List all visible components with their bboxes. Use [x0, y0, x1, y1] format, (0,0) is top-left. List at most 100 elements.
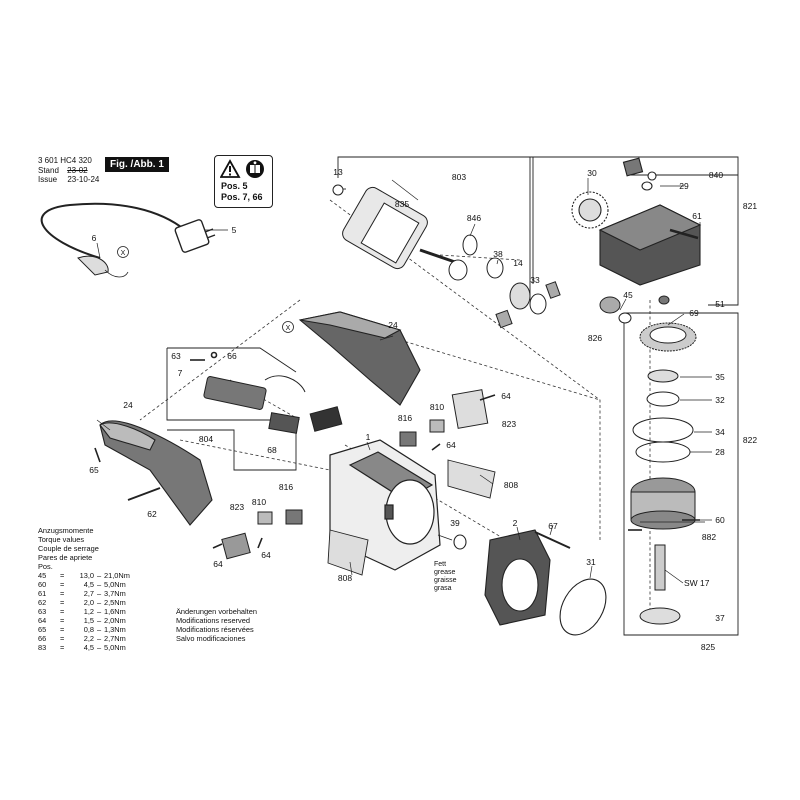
- callouts: 5 6 X X 13 803 835 846 38 14 33 30 840 2…: [89, 167, 757, 652]
- bracket-lines: [166, 156, 739, 636]
- torque-eq: =: [60, 625, 65, 634]
- callout-825: 825: [701, 642, 715, 652]
- torque-eq: =: [60, 580, 65, 589]
- torque-row: Pos. 45=13,0–21,0Nm: [38, 562, 144, 580]
- read-manual-icon: [246, 160, 264, 178]
- stand-label: Stand: [38, 165, 59, 175]
- torque-row: 62=2,0–2,5Nm: [38, 598, 144, 607]
- torque-row: 64=1,5–2,0Nm: [38, 616, 144, 625]
- issue-line: Issue 23-10-24: [38, 175, 99, 185]
- part-number: 3 601 HC4 320: [38, 156, 92, 165]
- bearings-group: [448, 234, 561, 329]
- torque-dash: –: [96, 607, 102, 616]
- torque-max: 1,3Nm: [104, 625, 126, 634]
- callout-882: 882: [702, 532, 716, 542]
- callout-810-left: 810: [252, 497, 266, 507]
- callout-822: 822: [743, 435, 757, 445]
- callout-35: 35: [715, 372, 725, 382]
- callout-816-left: 816: [279, 482, 293, 492]
- callout-62: 62: [147, 509, 157, 519]
- switch-assembly: [203, 375, 343, 434]
- torque-eq: =: [60, 616, 65, 625]
- torque-max: 21,0Nm: [104, 571, 130, 580]
- callout-69: 69: [689, 308, 699, 318]
- callout-6: 6: [92, 233, 97, 243]
- torque-title-de: Anzugsmomente: [38, 526, 94, 535]
- torque-eq: =: [60, 598, 65, 607]
- callout-67: 67: [548, 521, 558, 531]
- callout-39: 39: [450, 518, 460, 528]
- callout-60: 60: [715, 515, 725, 525]
- grease-es: grasa: [434, 585, 452, 592]
- torque-eq: =: [60, 571, 65, 580]
- callout-x1: X: [121, 250, 126, 257]
- callout-34: 34: [715, 427, 725, 437]
- callout-64-top: 64: [501, 391, 511, 401]
- callout-29: 29: [679, 181, 689, 191]
- stator-part: [453, 529, 607, 636]
- torque-min: 13,0: [79, 571, 94, 580]
- callout-33: 33: [530, 275, 540, 285]
- torque-dash: –: [96, 634, 102, 643]
- callout-1: 1: [366, 432, 371, 442]
- torque-max: 3,7Nm: [104, 589, 126, 598]
- callout-64-mid: 64: [446, 440, 456, 450]
- grease-note: Fett grease graisse grasa: [434, 561, 457, 592]
- callout-840: 840: [709, 170, 723, 180]
- callout-24-handle: 24: [388, 320, 398, 330]
- torque-eq: =: [60, 589, 65, 598]
- handle-part: [298, 311, 421, 406]
- note-en: Modifications reserved: [176, 616, 250, 625]
- torque-dash: –: [96, 580, 102, 589]
- torque-table: Anzugsmomente Torque values Couple de se…: [38, 526, 144, 652]
- torque-pos: 65: [38, 625, 47, 634]
- warning-box: Pos. 5 Pos. 7, 66: [214, 155, 273, 208]
- callout-804: 804: [199, 434, 213, 444]
- torque-dash: –: [96, 598, 102, 607]
- gear-set: [599, 295, 697, 352]
- gear-head-housing: [571, 157, 702, 286]
- torque-min: 2,7: [83, 589, 94, 598]
- grip-part: [99, 420, 213, 526]
- warning-triangle-icon: [219, 159, 264, 178]
- torque-eq: =: [60, 643, 65, 652]
- callout-32: 32: [715, 395, 725, 405]
- warning-line-2: Pos. 7, 66: [221, 192, 263, 202]
- torque-min: 4,5: [83, 643, 94, 652]
- torque-pos: 83: [38, 643, 47, 652]
- note-de: Änderungen vorbehalten: [176, 607, 257, 616]
- callout-45: 45: [623, 290, 633, 300]
- torque-pos: 66: [38, 634, 47, 643]
- torque-max: 2,7Nm: [104, 634, 126, 643]
- power-cable: [40, 202, 216, 278]
- grease-en: grease: [434, 569, 456, 576]
- torque-row: 65=0,8–1,3Nm: [38, 625, 144, 634]
- callout-65: 65: [89, 465, 99, 475]
- callout-808-left: 808: [338, 573, 352, 583]
- note-fr: Modifications réservées: [176, 625, 254, 634]
- torque-pos: 64: [38, 616, 47, 625]
- callout-63: 63: [171, 351, 181, 361]
- callout-821: 821: [743, 201, 757, 211]
- brush-holders: [221, 389, 489, 560]
- callout-810-right: 810: [430, 402, 444, 412]
- insulation-sheets: [327, 459, 496, 576]
- figure-badge: Fig. /Abb. 1: [105, 157, 169, 172]
- torque-min: 2,0: [83, 598, 94, 607]
- callout-38: 38: [493, 249, 503, 259]
- callout-64-bottom: 64: [213, 559, 223, 569]
- callout-826: 826: [588, 333, 602, 343]
- torque-dash: –: [96, 589, 102, 598]
- callout-823-left: 823: [230, 502, 244, 512]
- callout-835: 835: [395, 199, 409, 209]
- callout-31: 31: [586, 557, 596, 567]
- torque-title-es: Pares de apriete: [38, 553, 93, 562]
- torque-title-fr: Couple de serrage: [38, 544, 99, 553]
- torque-dash: –: [96, 643, 102, 652]
- torque-dash: –: [96, 571, 102, 580]
- torque-pos: 60: [38, 580, 47, 589]
- torque-min: 1,5: [83, 616, 94, 625]
- torque-dash: –: [96, 625, 102, 634]
- callout-2: 2: [513, 518, 518, 528]
